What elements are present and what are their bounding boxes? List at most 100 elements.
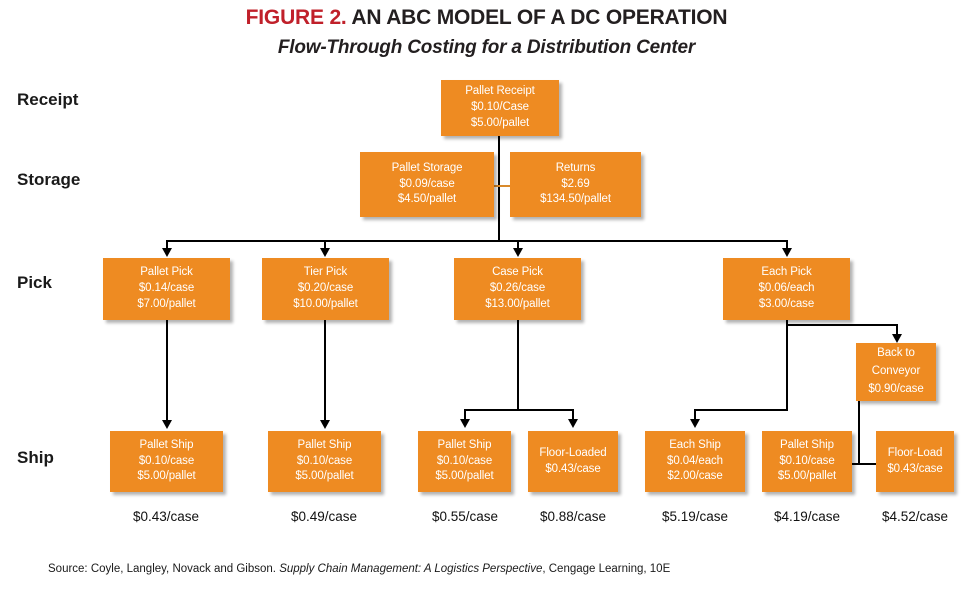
figure-number: FIGURE 2. <box>245 6 347 29</box>
connector-each-pick-left-bar <box>694 409 788 411</box>
source-note: Source: Coyle, Langley, Novack and Gibso… <box>48 563 670 575</box>
node-title: Returns <box>555 161 596 174</box>
node-cost-2: $13.00/pallet <box>485 297 550 310</box>
node-title: Pallet Ship <box>297 438 352 451</box>
node-cost-2: $5.00/pallet <box>777 470 837 483</box>
arrow-pallet-ship-3 <box>460 419 470 428</box>
figure-title: FIGURE 2. AN ABC MODEL OF A DC OPERATION <box>0 6 973 30</box>
figure-subtitle: Flow-Through Costing for a Distribution … <box>277 37 696 58</box>
connector-each-pick-conveyor-drop <box>896 324 898 338</box>
node-cost-2: $4.50/pallet <box>397 193 457 206</box>
connector-case-pick-left-drop <box>464 409 466 421</box>
node-cost-1: $0.09/case <box>399 177 455 190</box>
node-title: Back to <box>877 347 915 360</box>
node-floor-load[interactable]: Floor-Load $0.43/case <box>876 431 954 492</box>
connector-storage-returns <box>493 185 511 187</box>
node-cost-1: $0.43/case <box>887 462 943 475</box>
total-path-3: $0.55/case <box>431 509 499 524</box>
node-title: Pallet Ship <box>780 438 834 451</box>
row-label-ship: Ship <box>17 448 54 467</box>
node-pallet-pick[interactable]: Pallet Pick $0.14/case $7.00/pallet <box>103 258 230 320</box>
connector-conveyor-split-bar <box>838 463 878 465</box>
connector-pick-distribution-bar <box>166 240 787 242</box>
node-floor-loaded[interactable]: Floor-Loaded $0.43/case <box>528 431 618 492</box>
connector-drop-each-pick <box>786 240 788 250</box>
node-cost-2: $5.00/pallet <box>137 470 196 483</box>
node-cost-2: $7.00/pallet <box>137 297 196 310</box>
node-cost-2: $5.00/pallet <box>435 470 494 483</box>
node-title: Pallet Ship <box>139 438 194 451</box>
row-label-pick: Pick <box>17 273 52 292</box>
node-cost-2: $5.00/pallet <box>470 116 530 129</box>
node-cost-1: $0.20/case <box>297 282 354 295</box>
arrow-case-pick <box>513 248 523 257</box>
node-pallet-storage[interactable]: Pallet Storage $0.09/case $4.50/pallet <box>360 152 494 217</box>
connector-drop-pallet-pick <box>166 240 168 250</box>
connector-pallet-pick-to-ship <box>166 320 168 424</box>
source-title: Supply Chain Management: A Logistics Per… <box>279 563 543 575</box>
node-cost-2: $10.00/pallet <box>293 297 358 310</box>
node-returns[interactable]: Returns $2.69 $134.50/pallet <box>510 152 641 217</box>
node-title: Pallet Ship <box>437 438 492 451</box>
node-title: Tier Pick <box>303 266 348 279</box>
node-cost-1: $0.10/case <box>436 454 493 467</box>
node-title: Floor-Load <box>887 446 943 459</box>
node-cost-1: $2.69 <box>561 177 590 190</box>
node-title: Each Ship <box>669 438 721 451</box>
arrow-pallet-ship-2 <box>320 420 330 429</box>
node-tier-pick[interactable]: Tier Pick $0.20/case $10.00/pallet <box>262 258 389 320</box>
row-label-storage: Storage <box>17 170 81 189</box>
arrow-tier-pick <box>320 248 330 257</box>
connector-case-pick-split-bar <box>464 409 574 411</box>
node-title: Case Pick <box>492 266 543 279</box>
connector-each-pick-stem <box>786 320 788 410</box>
node-each-ship[interactable]: Each Ship $0.04/each $2.00/case <box>645 431 745 492</box>
node-cost-2: $134.50/pallet <box>540 193 611 206</box>
node-cost-1: $0.10/case <box>296 454 353 467</box>
node-pallet-receipt[interactable]: Pallet Receipt $0.10/Case $5.00/pallet <box>441 80 559 136</box>
connector-receipt-trunk <box>498 134 500 240</box>
node-title: Each Pick <box>761 266 812 279</box>
connector-each-pick-right-bar <box>786 324 898 326</box>
node-title: Pallet Receipt <box>465 85 535 98</box>
node-cost-1: $0.04/each <box>667 454 723 467</box>
node-each-pick[interactable]: Each Pick $0.06/each $3.00/case <box>723 258 850 320</box>
source-suffix: , Cengage Learning, 10E <box>542 563 671 575</box>
total-path-1: $0.43/case <box>132 509 200 524</box>
arrow-floor-loaded <box>568 419 578 428</box>
arrow-each-pick <box>782 248 792 257</box>
connector-case-pick-stem <box>517 320 519 410</box>
node-title: Pallet Storage <box>391 161 463 174</box>
node-cost-1: $0.10/case <box>779 454 835 467</box>
total-path-4: $0.88/case <box>539 509 607 524</box>
node-title-2: Conveyor <box>871 365 921 378</box>
connector-case-pick-right-drop <box>572 409 574 421</box>
node-cost-2: $2.00/case <box>667 470 723 483</box>
node-pallet-ship-4[interactable]: Pallet Ship $0.10/case $5.00/pallet <box>762 431 852 492</box>
source-prefix: Source: Coyle, Langley, Novack and Gibso… <box>48 563 276 575</box>
row-label-receipt: Receipt <box>17 90 79 109</box>
total-path-2: $0.49/case <box>290 509 358 524</box>
arrow-back-to-conveyor <box>892 334 902 343</box>
node-pallet-ship-2[interactable]: Pallet Ship $0.10/case $5.00/pallet <box>268 431 381 492</box>
node-cost-1: $0.06/each <box>758 282 815 295</box>
node-cost-1: $0.10/Case <box>471 101 529 114</box>
node-title: Floor-Loaded <box>539 446 607 459</box>
node-cost-1: $0.26/case <box>489 282 546 295</box>
total-path-7: $4.52/case <box>881 509 949 524</box>
node-cost-2: $3.00/case <box>758 297 815 310</box>
arrow-each-ship <box>690 419 700 428</box>
arrow-pallet-ship-1 <box>162 420 172 429</box>
connector-tier-pick-to-ship <box>324 320 326 424</box>
arrow-pallet-pick <box>162 248 172 257</box>
node-cost-1: $0.43/case <box>545 462 601 475</box>
node-case-pick[interactable]: Case Pick $0.26/case $13.00/pallet <box>454 258 581 320</box>
node-back-to-conveyor[interactable]: Back to Conveyor $0.90/case <box>856 343 936 401</box>
connector-conveyor-stem <box>858 398 860 464</box>
node-pallet-ship-1[interactable]: Pallet Ship $0.10/case $5.00/pallet <box>110 431 223 492</box>
node-title: Pallet Pick <box>140 266 193 279</box>
node-cost-1: $0.14/case <box>138 282 195 295</box>
node-pallet-ship-3[interactable]: Pallet Ship $0.10/case $5.00/pallet <box>418 431 511 492</box>
connector-drop-case-pick <box>517 240 519 250</box>
